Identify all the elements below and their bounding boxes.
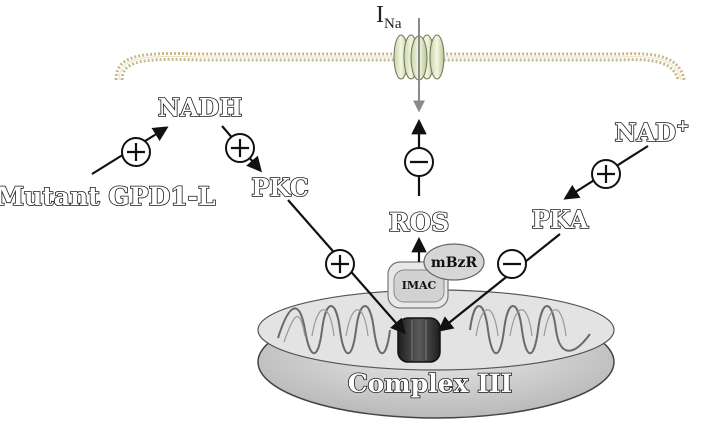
mutant-gpd1l-label: Mutant GPD1-L — [0, 182, 216, 211]
plus-sign-icon — [225, 133, 255, 163]
plus-sign-icon — [591, 159, 621, 189]
imac-label: IMAC — [402, 279, 437, 292]
pkc-label: PKC — [251, 173, 308, 202]
complex-iii-label: Complex III — [348, 369, 513, 398]
cell-membrane — [114, 52, 686, 81]
plus-sign-icon — [325, 249, 355, 279]
pka-label: PKA — [532, 205, 589, 234]
nadh-label: NADH — [158, 93, 242, 122]
plus-sign-icon — [121, 137, 151, 167]
sodium-channel-icon — [393, 34, 445, 81]
minus-sign-icon — [497, 249, 527, 279]
mbzr-receptor: mBzR — [423, 243, 485, 281]
arrow-pka-to-complex — [437, 233, 561, 332]
ina-label: INa — [376, 2, 402, 32]
minus-sign-icon — [404, 147, 434, 177]
nad-label: NAD+ — [615, 116, 690, 147]
mbzr-label: mBzR — [431, 255, 478, 271]
complex-iii-icon — [397, 317, 441, 363]
ros-label: ROS — [389, 208, 450, 237]
